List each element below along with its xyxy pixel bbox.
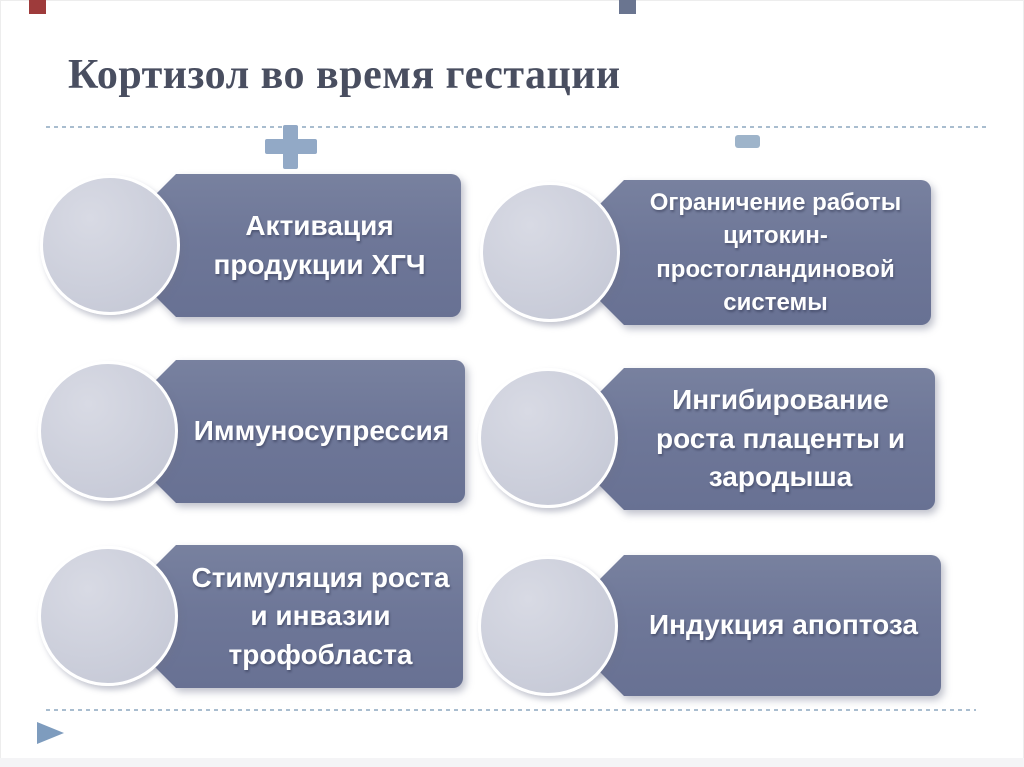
negative-item-box: Ингибирование роста плаценты и зародыша	[598, 368, 935, 510]
item-label: Активация продукции ХГЧ	[213, 209, 426, 280]
triangle-next-icon[interactable]	[37, 722, 64, 744]
accent-circle	[38, 361, 178, 501]
accent-circle	[38, 546, 178, 686]
footer-band	[0, 758, 1024, 767]
plus-icon-vertical-bar	[283, 125, 298, 169]
bottom-dotted-divider	[46, 709, 976, 711]
item-rectangle: Ограничение работы цитокин- простогланди…	[598, 180, 931, 325]
negative-item-box: Ограничение работы цитокин- простогланди…	[598, 180, 931, 325]
item-rectangle: Активация продукции ХГЧ	[150, 174, 461, 317]
item-rectangle: Индукция апоптоза	[598, 555, 941, 696]
item-label: Ограничение работы цитокин- простогланди…	[649, 189, 902, 316]
gray-square-decoration	[619, 0, 636, 14]
item-rectangle: Ингибирование роста плаценты и зародыша	[598, 368, 935, 510]
slide-title: Кортизол во время гестации	[68, 52, 621, 98]
positive-item-box: Активация продукции ХГЧ	[150, 174, 461, 317]
accent-circle	[40, 175, 180, 315]
negative-item-box: Индукция апоптоза	[598, 555, 941, 696]
plus-icon	[265, 125, 317, 169]
item-label: Стимуляция роста и инвазии трофобласта	[191, 561, 450, 670]
item-label: Иммуносупрессия	[193, 415, 450, 447]
top-dotted-divider	[46, 126, 988, 128]
item-label: Индукция апоптоза	[649, 609, 918, 641]
accent-circle	[480, 182, 620, 322]
item-rectangle: Стимуляция роста и инвазии трофобласта	[150, 545, 463, 688]
red-square-decoration	[29, 0, 46, 14]
item-label: Ингибирование роста плаценты и зародыша	[655, 384, 906, 493]
accent-circle	[478, 556, 618, 696]
accent-circle	[478, 368, 618, 508]
item-rectangle: Иммуносупрессия	[150, 360, 465, 503]
positive-item-box: Иммуносупрессия	[150, 360, 465, 503]
positive-item-box: Стимуляция роста и инвазии трофобласта	[150, 545, 463, 688]
minus-icon	[735, 135, 760, 148]
